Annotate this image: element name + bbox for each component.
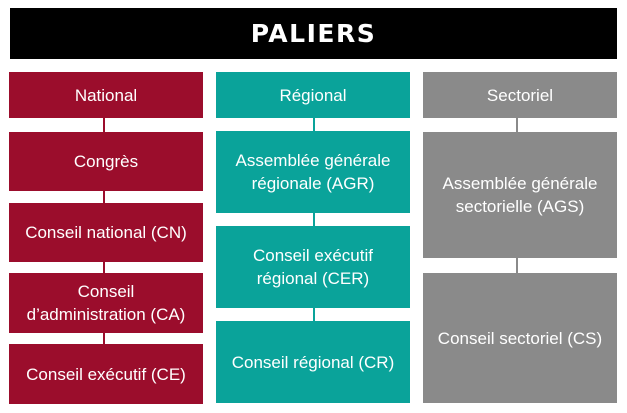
column-header-national: National bbox=[9, 72, 203, 118]
node-conseil-regional: Conseil régional (CR) bbox=[216, 321, 410, 403]
column-header-sectoriel: Sectoriel bbox=[423, 72, 617, 118]
node-conseil-executif-regional: Conseil exécutif régional (CER) bbox=[216, 226, 410, 308]
connector-line bbox=[103, 191, 105, 203]
node-conseil-executif: Conseil exécutif (CE) bbox=[9, 344, 203, 404]
connector-line bbox=[103, 118, 105, 132]
column-header-regional: Régional bbox=[216, 72, 410, 118]
node-congres: Congrès bbox=[9, 132, 203, 191]
node-conseil-administration: Conseil d’administration (CA) bbox=[9, 273, 203, 333]
node-assemblee-generale-sectorielle: Assemblée générale sectorielle (AGS) bbox=[423, 132, 617, 258]
connector-line bbox=[516, 118, 518, 132]
node-assemblee-generale-regionale: Assemblée générale régionale (AGR) bbox=[216, 131, 410, 213]
page-title: PALIERS bbox=[250, 19, 377, 48]
node-conseil-national: Conseil national (CN) bbox=[9, 203, 203, 262]
connector-line bbox=[516, 258, 518, 273]
connector-line bbox=[103, 262, 105, 273]
node-conseil-sectoriel: Conseil sectoriel (CS) bbox=[423, 273, 617, 403]
header-banner: PALIERS bbox=[10, 8, 617, 59]
connector-line bbox=[103, 333, 105, 344]
connector-line bbox=[313, 118, 315, 131]
connector-line bbox=[313, 213, 315, 226]
connector-line bbox=[313, 308, 315, 321]
